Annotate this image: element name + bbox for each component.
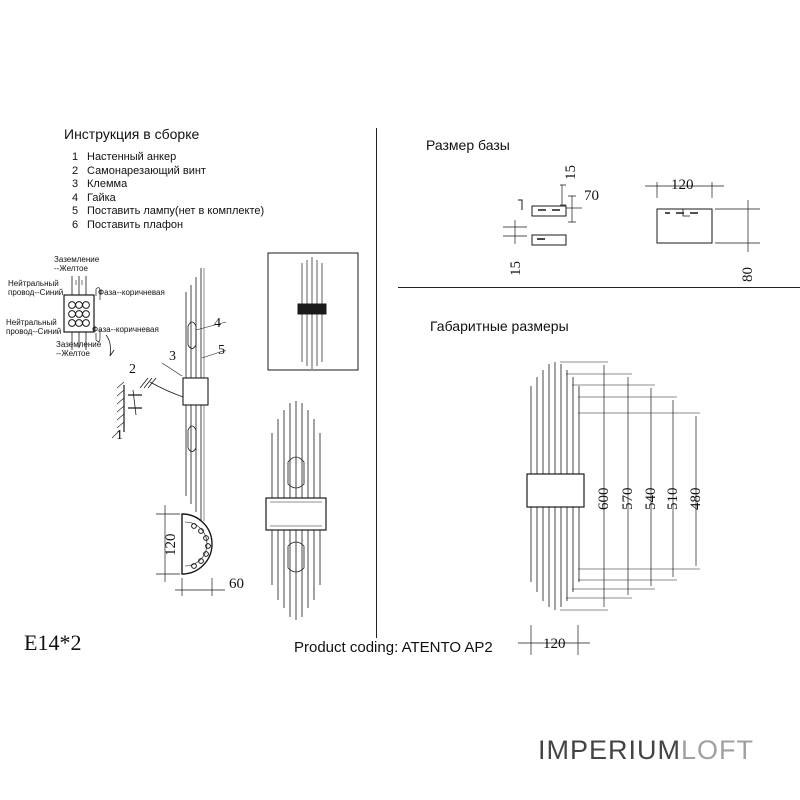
base-size-title: Размер базы xyxy=(426,137,510,153)
callout-5: 5 xyxy=(218,343,225,358)
base-box xyxy=(645,182,760,252)
step-text: Поставить лампу(нет в комплекте) xyxy=(87,205,265,217)
assembly-step: 6 Поставить плафон xyxy=(72,219,264,233)
assembly-step: 5 Поставить лампу(нет в комплекте) xyxy=(72,205,264,219)
step-number: 2 xyxy=(72,164,79,177)
bulb-spec: E14*2 xyxy=(24,630,82,655)
callout-4: 4 xyxy=(214,316,221,331)
brand-logo: IMPERIUMLOFT xyxy=(538,735,754,766)
step-number: 6 xyxy=(72,218,79,231)
brand-part2: LOFT xyxy=(681,735,755,765)
base-dim-15-top: 15 xyxy=(563,165,579,180)
lamp-front-view xyxy=(265,401,327,620)
terminal-block xyxy=(63,276,115,357)
bracket-detail xyxy=(156,505,225,596)
step-text: Самонарезающий винт xyxy=(87,164,206,177)
bracket-depth: 60 xyxy=(229,576,244,592)
base-plate-front xyxy=(503,184,582,246)
lamp-side-view xyxy=(161,268,227,521)
bracket-height: 120 xyxy=(163,534,179,557)
base-dim-80: 80 xyxy=(740,267,756,282)
assembly-steps: 1 Настенный анкер 2 Самонарезающий винт 3 Кле… xyxy=(72,151,264,232)
dim-570: 570 xyxy=(620,488,636,511)
step-text: Клемма xyxy=(87,178,128,190)
overall-width: 120 xyxy=(543,636,566,652)
assembly-step: 3 Клемма xyxy=(72,178,264,192)
label-neutral-bottom: Нейтральный провод--Синий xyxy=(6,318,62,336)
callout-2: 2 xyxy=(129,362,136,377)
product-coding: Product coding: ATENTO AP2 xyxy=(294,639,493,656)
assembly-step: 2 Самонарезающий винт xyxy=(72,165,264,179)
dim-480: 480 xyxy=(688,488,704,511)
step-number: 1 xyxy=(72,151,79,163)
lamp-overall-drawing xyxy=(518,361,700,655)
base-dim-120: 120 xyxy=(671,177,694,193)
label-phase-top: Фаза--коричневая xyxy=(98,288,165,297)
base-dim-15-left: 15 xyxy=(508,261,524,276)
base-dim-70: 70 xyxy=(584,188,599,204)
brand-part1: IMPERIUM xyxy=(538,735,681,765)
step-number: 3 xyxy=(72,178,79,190)
assembly-step: 4 Гайка xyxy=(72,192,264,206)
step-text: Гайка xyxy=(87,191,116,204)
step-text: Поставить плафон xyxy=(87,218,184,231)
step-number: 5 xyxy=(72,205,79,217)
dim-600: 600 xyxy=(596,488,612,511)
dim-540: 540 xyxy=(643,488,659,511)
label-neutral-top: Нейтральный провод--Синий xyxy=(8,279,64,297)
callout-3: 3 xyxy=(169,349,176,364)
lamp-thumbnail-frame xyxy=(267,252,359,371)
assembly-step: 1 Настенный анкер xyxy=(72,151,264,165)
horizontal-divider xyxy=(398,287,800,288)
overall-size-title: Габаритные размеры xyxy=(430,318,569,334)
callout-1: 1 xyxy=(116,428,123,443)
step-number: 4 xyxy=(72,191,79,204)
dim-510: 510 xyxy=(665,488,681,511)
assembly-title: Инструкция в сборке xyxy=(64,126,200,142)
label-ground-bottom: Заземление --Желтое xyxy=(56,340,102,358)
step-text: Настенный анкер xyxy=(87,151,177,163)
label-phase-bottom: Фаза--коричневая xyxy=(92,325,159,334)
label-ground-top: Заземление --Желтое xyxy=(54,255,100,273)
wall-anchor xyxy=(111,377,187,439)
vertical-divider xyxy=(376,128,377,638)
